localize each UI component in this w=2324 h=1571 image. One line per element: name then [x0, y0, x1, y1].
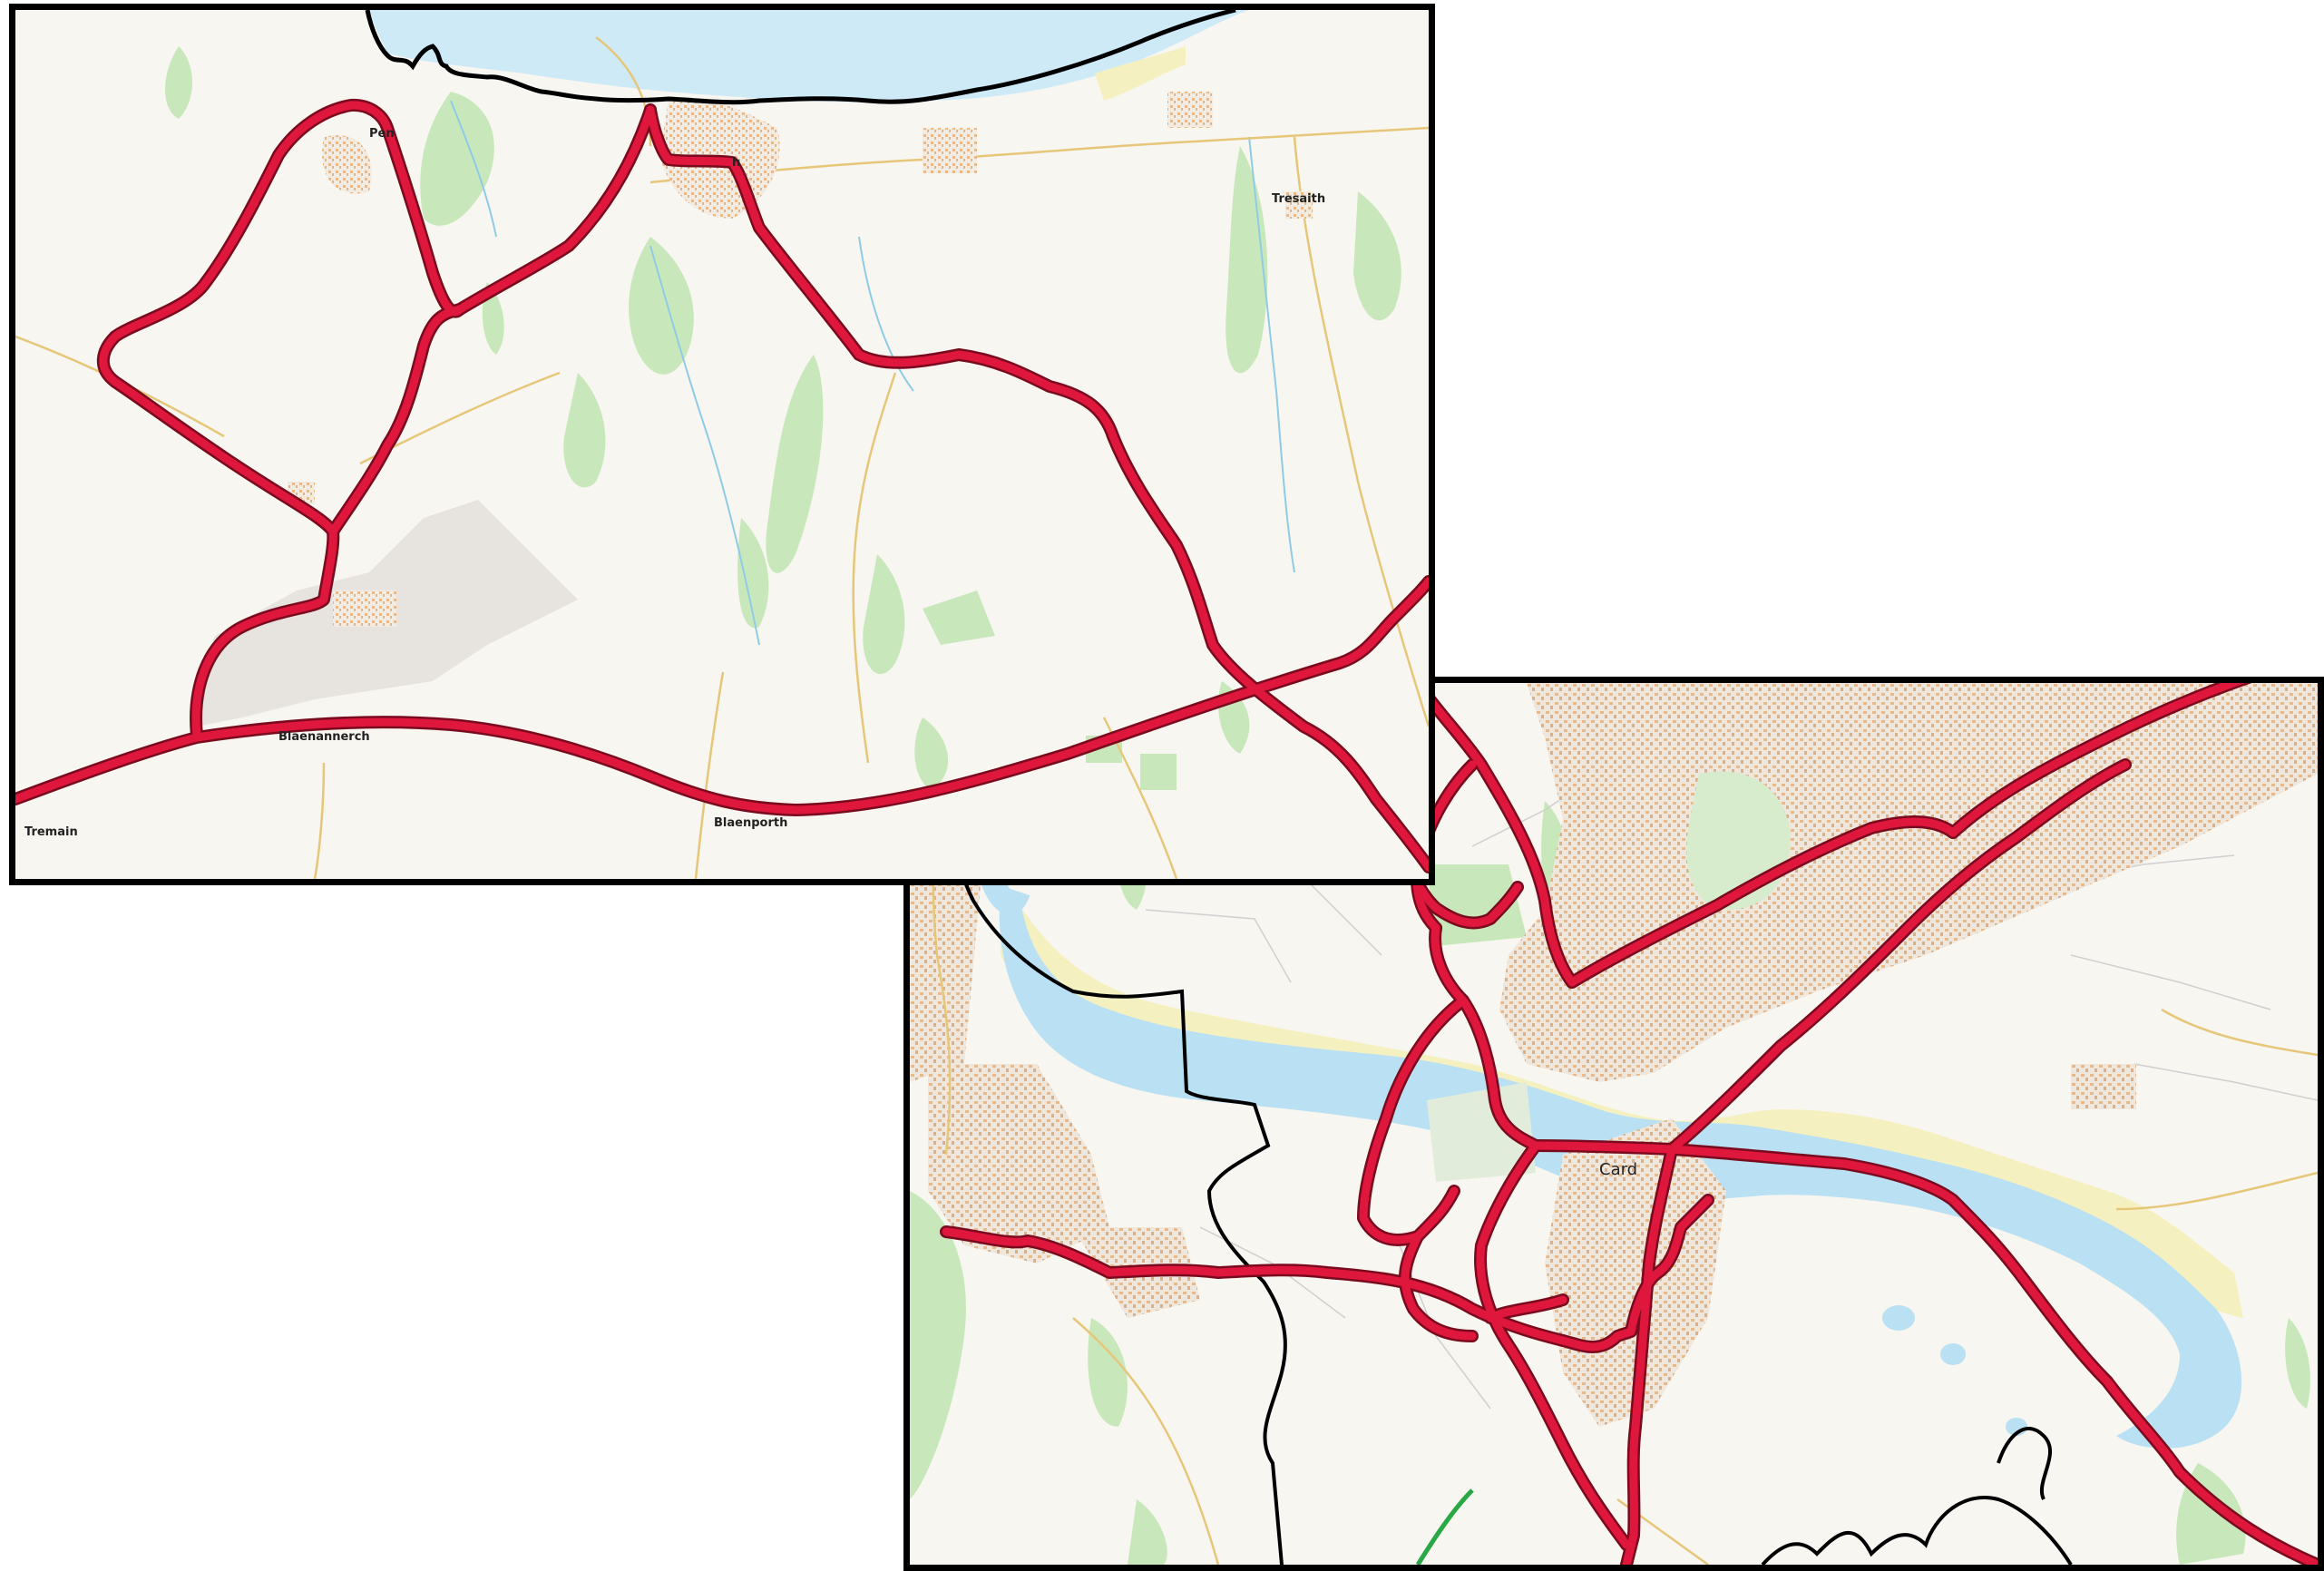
beach [1095, 46, 1186, 101]
place-label: h [732, 156, 740, 170]
route-line [1567, 817, 1958, 987]
route-line [1948, 683, 2246, 837]
routes-a [15, 98, 1429, 873]
route-line [1431, 923, 1540, 1150]
route-line [942, 1227, 1567, 1345]
coastal-map: Pen h Blaenannerch Blaenporth Tresaith T… [15, 10, 1429, 879]
route-line [1667, 760, 2130, 1154]
route-line [328, 105, 655, 536]
route-line [1622, 1145, 1676, 1565]
sports-ground [1427, 1082, 1536, 1182]
route-line [1359, 996, 1468, 1244]
routes-b [940, 683, 2318, 1565]
route-line [15, 577, 1429, 815]
place-label: Tresaith [1272, 192, 1325, 206]
route-line [1531, 1141, 2318, 1565]
place-label: Pen [369, 127, 395, 141]
place-label: Blaenannerch [278, 730, 370, 744]
a-road-green [1415, 1488, 1474, 1565]
route-line [1476, 1141, 1631, 1549]
route-line [1413, 683, 1577, 987]
coastal-map-panel[interactable]: Pen h Blaenannerch Blaenporth Tresaith T… [9, 4, 1435, 885]
route-line [1486, 1295, 1567, 1322]
route-line [1401, 1232, 1477, 1341]
streams [450, 100, 1295, 646]
route-line [646, 105, 1429, 872]
place-label: Tremain [24, 825, 78, 839]
route-line [1558, 1195, 1713, 1351]
place-label: Card [1599, 1160, 1637, 1179]
coastline [365, 10, 1236, 105]
route-line [99, 101, 464, 740]
place-label: Blaenporth [714, 816, 787, 830]
